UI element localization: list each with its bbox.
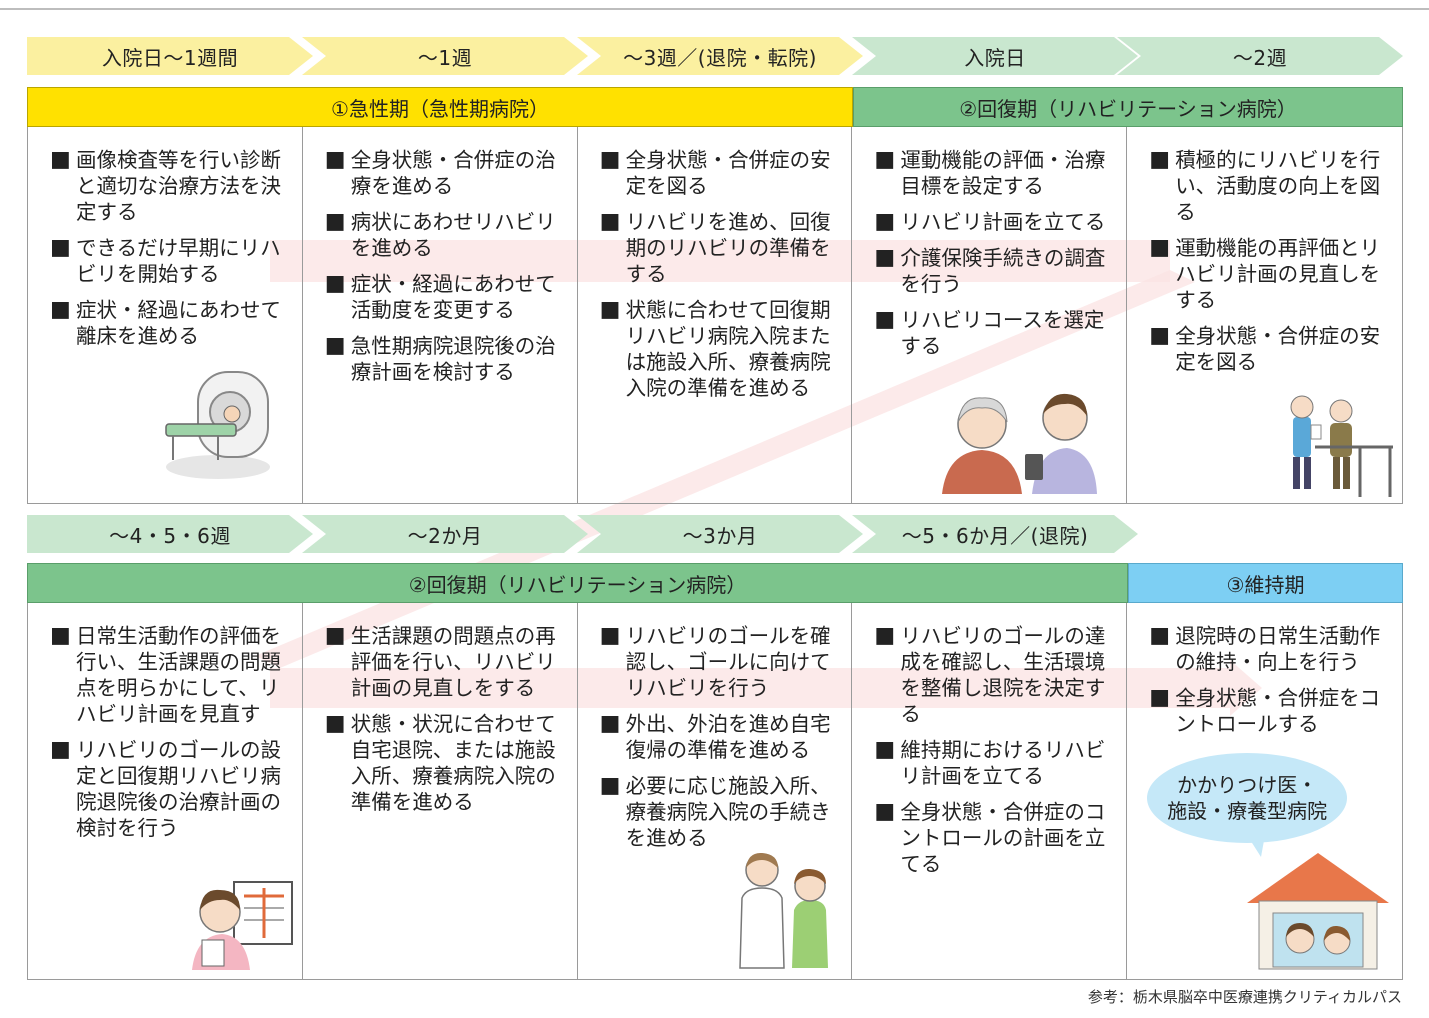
list-item: 維持期におけるリハビリ計画を立てる [874, 737, 1116, 789]
period-arrows-row1: 入院日〜1週間 〜1週 〜3週／(退院・転院) 入院日 〜2週 [27, 37, 1403, 75]
period-arrow: 入院日〜1週間 [27, 37, 313, 75]
list-item: 必要に応じ施設入所、療養病院入院の手続きを進める [600, 773, 842, 851]
list-item: 状態に合わせて回復期リハビリ病院入院または施設入所、療養病院入院の準備を進める [600, 297, 842, 401]
consultation-illustration [942, 393, 1098, 494]
content-cell: 退院時の日常生活動作の維持・向上を行う 全身状態・合併症をコントロールする かか… [1127, 603, 1402, 979]
content-cell: 全身状態・合併症の安定を図る リハビリを進め、回復期のリハビリの準備をする 状態… [578, 127, 853, 503]
list-item: 病状にあわせリハビリを進める [325, 209, 567, 261]
content-cell: リハビリのゴールの達成を確認し、生活環境を整備し退院を決定する 維持期におけるリ… [852, 603, 1128, 979]
list-item: 画像検査等を行い診断と適切な治療方法を決定する [50, 147, 292, 225]
content-cell: 運動機能の評価・治療目標を設定する リハビリ計画を立てる 介護保険手続きの調査を… [852, 127, 1128, 503]
therapist-chart-illustration [192, 881, 293, 970]
period-arrows-row2: 〜4・5・6週 〜2か月 〜3か月 〜5・6か月／(退院) [27, 515, 1403, 553]
list-item: 全身状態・合併症の安定を図る [1149, 323, 1392, 375]
content-cell: リハビリのゴールを確認し、ゴールに向けてリハビリを行う 外出、外泊を進め自宅復帰… [578, 603, 853, 979]
list-item: 全身状態・合併症の安定を図る [600, 147, 842, 199]
top-rule [0, 8, 1429, 10]
bubble-tail [1247, 835, 1266, 857]
content-cell: 積極的にリハビリを行い、活動度の向上を図る 運動機能の再評価とリハビリ計画の見直… [1127, 127, 1402, 503]
phase-header-acute: ①急性期（急性期病院） [27, 87, 853, 127]
list-item: リハビリを進め、回復期のリハビリの準備をする [600, 209, 842, 287]
list-item: 介護保険手続きの調査を行う [874, 245, 1116, 297]
list-item: 運動機能の再評価とリハビリ計画の見直しをする [1149, 235, 1392, 313]
list-item: リハビリ計画を立てる [874, 209, 1116, 235]
period-arrow: 〜2週 [1117, 37, 1403, 75]
content-cell: 日常生活動作の評価を行い、生活課題の問題点を明らかにして、リハビリ計画を見直す … [28, 603, 303, 979]
content-cell: 画像検査等を行い診断と適切な治療方法を決定する できるだけ早期にリハビリを開始す… [28, 127, 303, 503]
doctor-nurse-illustration [738, 852, 828, 969]
list-item: 全身状態・合併症をコントロールする [1149, 685, 1392, 737]
period-arrow: 〜2か月 [302, 515, 588, 553]
period-arrow: 入院日 [852, 37, 1138, 75]
list-item: リハビリのゴールを確認し、ゴールに向けてリハビリを行う [600, 623, 842, 701]
house-family-illustration [1247, 853, 1390, 970]
phase-header-recovery: ②回復期（リハビリテーション病院） [27, 563, 1128, 603]
list-item: 症状・経過にあわせて活動度を変更する [325, 271, 567, 323]
list-item: 生活課題の問題点の再評価を行い、リハビリ計画の見直しをする [325, 623, 567, 701]
list-item: 状態・状況に合わせて自宅退院、または施設入所、療養病院入院の準備を進める [325, 711, 567, 815]
care-provider-bubble: かかりつけ医・ 施設・療養型病院 [1147, 753, 1348, 843]
content-cell: 全身状態・合併症の治療を進める 病状にあわせリハビリを進める 症状・経過にあわせ… [303, 127, 578, 503]
list-item: 外出、外泊を進め自宅復帰の準備を進める [600, 711, 842, 763]
list-item: 積極的にリハビリを行い、活動度の向上を図る [1149, 147, 1392, 225]
ct-scanner-illustration [165, 371, 270, 479]
period-arrow: 〜3週／(退院・転院) [577, 37, 863, 75]
bubble-line: かかりつけ医・ [1177, 773, 1318, 797]
phase-header-recovery: ②回復期（リハビリテーション病院） [853, 87, 1403, 127]
list-item: リハビリのゴールの達成を確認し、生活環境を整備し退院を決定する [874, 623, 1116, 727]
list-item: 全身状態・合併症のコントロールの計画を立てる [874, 799, 1116, 877]
period-arrow: 〜4・5・6週 [27, 515, 313, 553]
list-item: リハビリのゴールの設定と回復期リハビリ病院退院後の治療計画の検討を行う [50, 737, 292, 841]
period-arrow: 〜1週 [302, 37, 588, 75]
list-item: できるだけ早期にリハビリを開始する [50, 235, 292, 287]
content-cell: 生活課題の問題点の再評価を行い、リハビリ計画の見直しをする 状態・状況に合わせて… [303, 603, 578, 979]
list-item: 全身状態・合併症の治療を進める [325, 147, 567, 199]
phase-header-maintenance: ③維持期 [1128, 563, 1403, 603]
list-item: 急性期病院退院後の治療計画を検討する [325, 333, 567, 385]
period-arrow: 〜5・6か月／(退院) [852, 515, 1138, 553]
list-item: 症状・経過にあわせて離床を進める [50, 297, 292, 349]
list-item: 日常生活動作の評価を行い、生活課題の問題点を明らかにして、リハビリ計画を見直す [50, 623, 292, 727]
content-grid-row2: 日常生活動作の評価を行い、生活課題の問題点を明らかにして、リハビリ計画を見直す … [27, 603, 1403, 980]
source-note: 参考：栃木県脳卒中医療連携クリティカルパス [1087, 988, 1402, 1006]
list-item: 退院時の日常生活動作の維持・向上を行う [1149, 623, 1392, 675]
list-item: リハビリコースを選定する [874, 307, 1116, 359]
list-item: 運動機能の評価・治療目標を設定する [874, 147, 1116, 199]
period-arrow: 〜3か月 [577, 515, 863, 553]
bubble-line: 施設・療養型病院 [1167, 799, 1328, 823]
content-grid-row1: 画像検査等を行い診断と適切な治療方法を決定する できるだけ早期にリハビリを開始す… [27, 127, 1403, 504]
walking-rehab-illustration [1290, 395, 1394, 497]
